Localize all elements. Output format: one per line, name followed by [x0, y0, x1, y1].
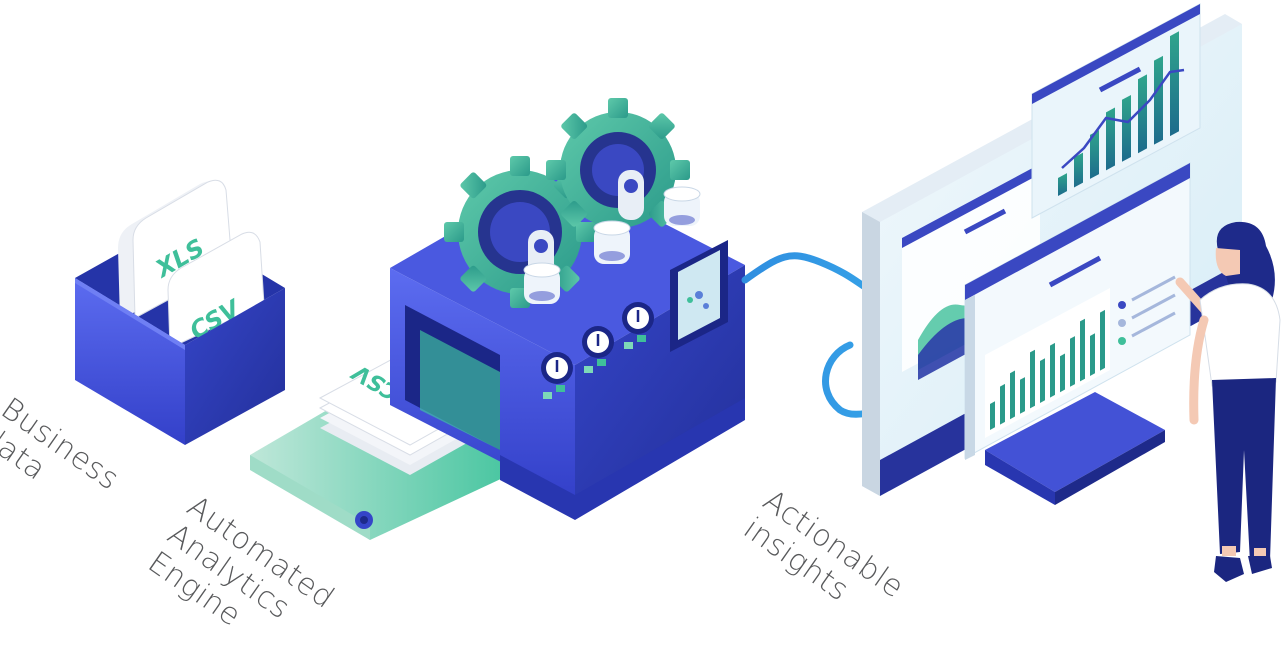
- front-bar: [1010, 370, 1015, 420]
- trend-bar: [1122, 94, 1131, 162]
- front-bar: [1020, 377, 1025, 414]
- business-data-box: XLS CSV: [75, 179, 285, 445]
- trend-bar: [1170, 31, 1179, 137]
- front-bar-group: [990, 309, 1105, 430]
- dial-icon: [622, 302, 654, 349]
- jar-icon: [523, 186, 701, 304]
- trend-bar-group: [1058, 31, 1179, 196]
- gear-icon: [546, 98, 690, 242]
- front-bar: [990, 401, 995, 430]
- dial-icon: [582, 326, 614, 373]
- document-icon: XLS: [118, 179, 233, 320]
- front-bar: [1060, 353, 1065, 393]
- trend-bar: [1090, 130, 1099, 179]
- trend-bar: [1074, 152, 1083, 188]
- front-bar: [1040, 358, 1045, 403]
- front-bar: [1090, 333, 1095, 376]
- dial-icon: [541, 352, 573, 399]
- trend-bar: [1138, 74, 1147, 154]
- trend-bar: [1154, 55, 1163, 145]
- front-bar: [1100, 309, 1105, 371]
- trend-bar: [1058, 173, 1067, 196]
- person-icon: [1175, 221, 1281, 582]
- area-chart-panel: [902, 164, 1040, 380]
- trend-bar: [1106, 107, 1115, 171]
- front-bar: [1050, 342, 1055, 398]
- front-bar: [1080, 318, 1085, 382]
- front-bar: [1000, 383, 1005, 425]
- analytics-pipeline-illustration: XLS CSV CSV: [75, 3, 1281, 582]
- trend-line: [1061, 68, 1185, 169]
- front-bar: [1070, 336, 1075, 387]
- front-bar: [1030, 349, 1035, 409]
